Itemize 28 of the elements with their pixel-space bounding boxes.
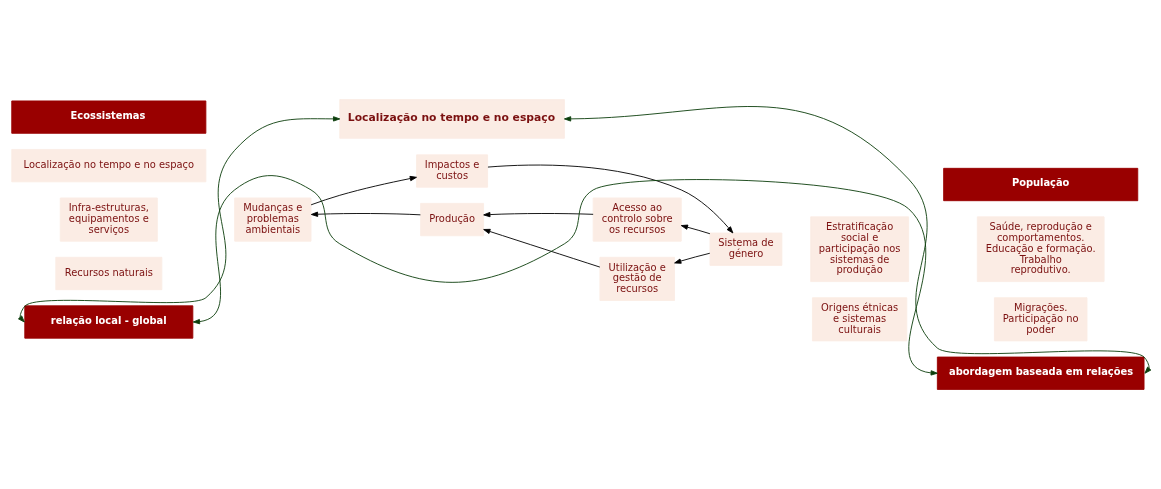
- node-box: Acesso ao controlo sobre os recursos: [592, 197, 682, 242]
- node-box: relação local - global: [24, 305, 194, 339]
- node-box: Localização no tempo e no espaço: [11, 149, 207, 183]
- arrow: [483, 228, 601, 268]
- node-box: População: [943, 167, 1139, 202]
- node-box: Estratificação social e participação nos sistemas de produção: [810, 216, 910, 282]
- node-box: Migrações. Participação no poder: [993, 297, 1088, 342]
- node-box: Localização no tempo e no espaço: [339, 99, 565, 139]
- arrow: [487, 164, 734, 234]
- node-box: Origens étnicas e sistemas culturais: [812, 297, 908, 342]
- node-box: Ecossistemas: [11, 100, 207, 134]
- arrow: [310, 175, 417, 206]
- node-box: abordagem baseada em relações: [936, 356, 1145, 390]
- arrow: [192, 175, 938, 376]
- node-box: Infra-estruturas, equipamentos e serviços: [59, 197, 158, 242]
- node-box: Saúde, reprodução e comportamentos. Educação e formação. Trabalho reprodutivo.: [976, 216, 1105, 282]
- node-box: Recursos naturais: [55, 256, 163, 291]
- arrow: [18, 116, 341, 323]
- arrow: [674, 252, 711, 264]
- arrow: [483, 211, 594, 218]
- arrow: [563, 106, 1152, 374]
- arrow: [310, 211, 421, 217]
- node-box: Sistema de género: [709, 232, 783, 266]
- arrow: [680, 224, 711, 235]
- node-box: Impactos e custos: [416, 154, 489, 188]
- node-box: Produção: [420, 202, 484, 237]
- node-box: Mudanças e problemas ambientais: [234, 197, 312, 242]
- node-box: Utilização e gestão de recursos: [599, 256, 675, 301]
